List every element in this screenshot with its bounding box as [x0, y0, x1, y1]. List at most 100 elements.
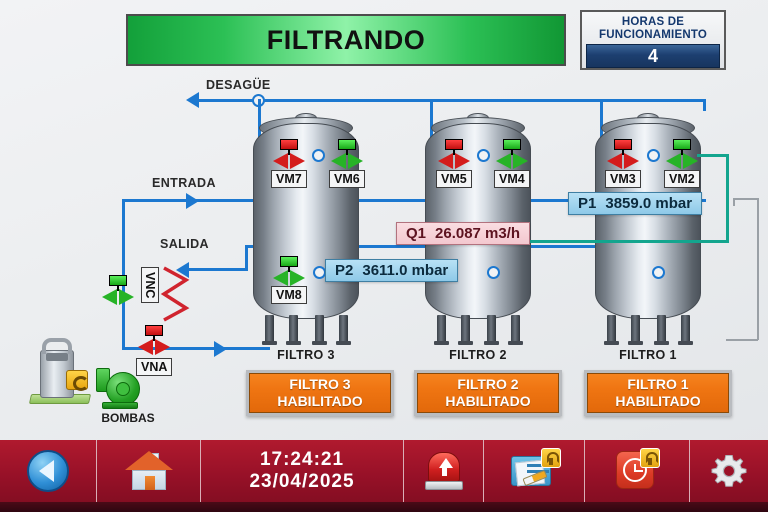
valve-tag-vm5: VM5	[436, 170, 472, 188]
vna-stem	[153, 335, 155, 341]
teal-pipe-return	[400, 240, 729, 243]
valve-vm8[interactable]	[272, 256, 306, 286]
valve-vnc[interactable]	[101, 275, 135, 305]
clock-icon	[616, 448, 660, 492]
back-button[interactable]	[0, 440, 97, 502]
tank1-leg	[607, 315, 616, 343]
pump-bombas[interactable]	[96, 366, 140, 409]
valve-vm7[interactable]	[272, 139, 306, 169]
filter-2-status-button[interactable]: FILTRO 2 HABILITADO	[414, 370, 562, 416]
inlet-label: ENTRADA	[152, 176, 216, 190]
inlet-arrow-icon	[186, 193, 199, 209]
tank1-foot	[628, 341, 643, 345]
filter-3-btn-line1: FILTRO 3	[289, 376, 351, 392]
vm6-body-left	[331, 153, 346, 169]
vm5-body-right	[455, 153, 470, 169]
operating-hours-label-line1: HORAS DE	[621, 16, 685, 28]
tank2-foot	[434, 341, 449, 345]
operating-hours-label-line2: FUNCIONAMIENTO	[598, 29, 707, 41]
valve-tag-vm6: VM6	[329, 170, 365, 188]
readout-q1: Q1 26.087 m3/h	[396, 222, 531, 245]
standpipe-elbow	[733, 198, 735, 206]
readout-q1-value: 26.087 m3/h	[435, 225, 521, 242]
vm5-stem	[453, 149, 455, 155]
teal-pipe-vertical	[726, 154, 729, 242]
vnc-body-left	[102, 289, 117, 305]
folder-wrench-icon	[509, 448, 561, 492]
locked-equipment-cabinet	[28, 336, 96, 406]
valve-vna[interactable]	[137, 325, 171, 355]
filter-caption-3: FILTRO 3	[277, 348, 335, 362]
alarms-button[interactable]	[404, 440, 484, 502]
vm3-body-right	[624, 153, 639, 169]
drain-riser	[703, 99, 706, 111]
tank1-lower-node	[652, 266, 665, 279]
filter-3-status-button[interactable]: FILTRO 3 HABILITADO	[246, 370, 394, 416]
standpipe-bottom	[726, 339, 758, 341]
inlet-riser	[122, 199, 125, 347]
tank3-leg	[339, 315, 348, 343]
schedule-button[interactable]	[585, 440, 690, 502]
vm2-body-right	[683, 153, 698, 169]
tank3-foot	[262, 341, 277, 345]
teal-pipe-top	[697, 154, 729, 157]
valve-tag-vnc: VNC	[141, 267, 159, 304]
valve-tag-vm2: VM2	[664, 170, 700, 188]
tank1-top-node	[647, 149, 660, 162]
valve-vm6[interactable]	[330, 139, 364, 169]
tank3-leg	[315, 315, 324, 343]
lower-arrow-icon	[214, 341, 227, 357]
pump-eye	[116, 382, 130, 396]
valve-vm5[interactable]	[437, 139, 471, 169]
valve-tag-vm7: VM7	[271, 170, 307, 188]
outlet-pipe-a	[188, 268, 248, 271]
cabinet-cap	[46, 353, 68, 361]
settings-button[interactable]	[690, 440, 768, 502]
tank1-leg	[681, 315, 690, 343]
padlock-icon	[640, 448, 660, 468]
tank3-foot	[286, 341, 301, 345]
drain-arrow-icon	[186, 92, 199, 108]
lower-pipe-left	[122, 347, 270, 350]
vnc-body-right	[119, 289, 134, 305]
filter-2-btn-line2: HABILITADO	[445, 393, 531, 409]
valve-vm4[interactable]	[495, 139, 529, 169]
tank2-leg	[487, 315, 496, 343]
tank1-foot	[654, 341, 669, 345]
operating-hours-label: HORAS DE FUNCIONAMIENTO	[599, 12, 707, 42]
vna-body-right	[155, 339, 170, 355]
tank2-foot	[484, 341, 499, 345]
outlet-label: SALIDA	[160, 237, 209, 251]
vm6-stem	[346, 149, 348, 155]
valve-tag-vm8: VM8	[271, 286, 307, 304]
vm7-body-right	[290, 153, 305, 169]
alarm-beacon-icon	[424, 450, 463, 492]
padlock-icon	[66, 370, 89, 391]
operating-hours-value: 4	[586, 44, 720, 68]
vm3-body-left	[607, 153, 622, 169]
valve-vm2[interactable]	[665, 139, 699, 169]
valve-vm3[interactable]	[606, 139, 640, 169]
vnc-stem	[117, 285, 119, 291]
tank2-leg	[461, 315, 470, 343]
vm4-body-left	[496, 153, 511, 169]
valve-tag-vm4: VM4	[494, 170, 530, 188]
status-banner: FILTRANDO	[126, 14, 566, 66]
tank3-foot	[336, 341, 351, 345]
configuration-button[interactable]	[484, 440, 585, 502]
cabinet-handle	[42, 338, 72, 354]
tank3-foot	[312, 341, 327, 345]
status-banner-text: FILTRANDO	[266, 24, 426, 55]
filter-2-btn-line1: FILTRO 2	[457, 376, 519, 392]
home-button[interactable]	[97, 440, 201, 502]
clock-date: 23/04/2025	[249, 471, 355, 492]
vm8-stem	[288, 266, 290, 272]
vm7-stem	[288, 149, 290, 155]
vm8-body-left	[273, 270, 288, 286]
vm5-body-left	[438, 153, 453, 169]
gear-icon	[709, 451, 749, 491]
p2-right-node	[487, 266, 500, 279]
filter-1-status-button[interactable]: FILTRO 1 HABILITADO	[584, 370, 732, 416]
padlock-icon	[541, 448, 561, 468]
